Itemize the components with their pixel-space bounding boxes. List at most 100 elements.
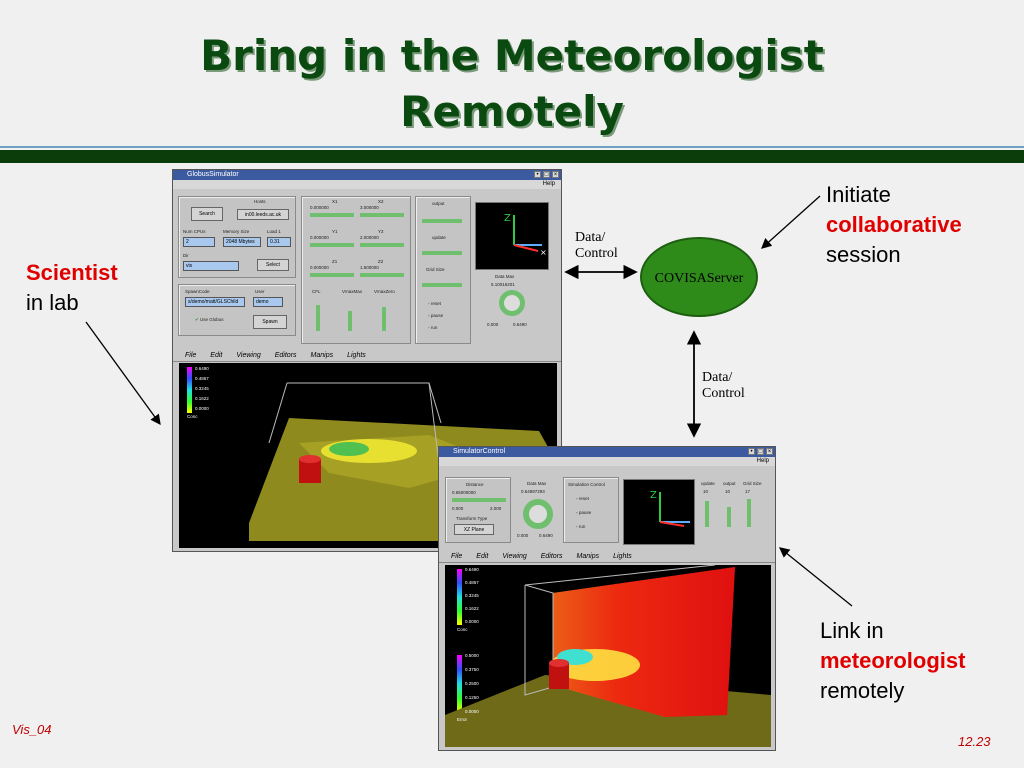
z2-slider[interactable]	[360, 273, 404, 277]
run-radio[interactable]: ◦ run	[428, 325, 438, 330]
menu-editors[interactable]: Editors	[540, 553, 563, 560]
transform-type-label: Transform Type	[456, 516, 488, 521]
distance-slider[interactable]	[452, 498, 506, 502]
grid-size-label: Grid Size	[426, 267, 445, 272]
menu-manips[interactable]: Manips	[310, 352, 334, 359]
grid-size-slider[interactable]	[422, 283, 462, 287]
globus-window-titlebar[interactable]: GlobusSimulator •□×	[173, 170, 561, 180]
flow-bottom-line1: Data/	[702, 370, 733, 385]
axis-view-control[interactable]: Z	[623, 479, 695, 545]
user-field[interactable]: demo	[253, 297, 283, 307]
control-output-slider[interactable]	[727, 507, 731, 527]
menu-manips[interactable]: Manips	[576, 553, 600, 560]
link-in-text: Link in	[820, 618, 884, 643]
y2-slider[interactable]	[360, 243, 404, 247]
help-menu[interactable]: Help	[756, 458, 769, 464]
reset-radio[interactable]: ◦ reset	[428, 301, 441, 306]
control-output-label: output	[723, 481, 736, 486]
cfl-slider[interactable]	[316, 305, 320, 331]
menu-edit[interactable]: Edit	[476, 553, 489, 560]
control-grid-slider[interactable]	[747, 499, 751, 527]
spawn-code-field[interactable]: s/demo/matt/GLSChild	[185, 297, 245, 307]
host-panel: Hosts Search in00.leeds.ac.uk Num CPUs M…	[178, 196, 296, 278]
control-grid-value: 17	[745, 489, 751, 494]
spawn-button[interactable]: Spawn	[253, 315, 287, 329]
axis-gizmo-icon: Z	[650, 490, 690, 527]
z1-slider[interactable]	[310, 273, 354, 277]
control-data-max-dial[interactable]	[523, 499, 553, 529]
menu-lights[interactable]: Lights	[347, 352, 366, 359]
data-max-dial[interactable]	[499, 290, 525, 316]
simulator-control-window[interactable]: SimulatorControl •□× Help Distance 0.650…	[438, 446, 776, 751]
x1-slider[interactable]	[310, 213, 354, 217]
memory-field[interactable]: 2048 Mbytes	[223, 237, 261, 247]
meteorologist-text: meteorologist	[820, 648, 966, 673]
cpus-field[interactable]: 2	[183, 237, 215, 247]
axis-view-globus[interactable]: Z ×	[475, 202, 549, 270]
user-label: User	[255, 289, 265, 294]
maximize-icon[interactable]: □	[543, 171, 550, 178]
update-slider[interactable]	[422, 251, 462, 255]
arrow-initiate-to-server	[761, 195, 821, 249]
output-panel: output update Grid Size ◦ reset ◦ pause …	[415, 196, 471, 344]
conc-legend-0: 0.6490	[465, 567, 479, 572]
arrow-scientist-to-window	[85, 321, 161, 426]
page-number: 12.23	[958, 734, 991, 749]
title-line-1: Bring in the Meteorologist	[200, 31, 824, 80]
control-run-label: run	[578, 524, 586, 529]
control-reset-radio[interactable]: ◦ reset	[576, 496, 589, 501]
maximize-icon[interactable]: □	[757, 448, 764, 455]
close-icon[interactable]: ×	[552, 171, 559, 178]
load-field[interactable]: 0.31	[267, 237, 291, 247]
control-update-value: 10	[703, 489, 709, 494]
run-label: run	[430, 325, 438, 330]
control-pause-radio[interactable]: ◦ pause	[576, 510, 592, 515]
pause-radio[interactable]: ◦ pause	[428, 313, 444, 318]
legend-value-0: 0.6490	[195, 366, 209, 371]
z1-label: Z1	[332, 259, 338, 264]
err-legend-3: 0.1250	[465, 695, 479, 700]
y1-slider[interactable]	[310, 243, 354, 247]
vmax-slider[interactable]	[348, 311, 352, 331]
svg-text:Z: Z	[650, 490, 657, 501]
use-globus-checkbox[interactable]: ✔ Use Globus	[195, 317, 224, 323]
z1-value: 0.000000	[310, 265, 329, 270]
control-update-slider[interactable]	[705, 501, 709, 527]
dir-field[interactable]: vis	[183, 261, 239, 271]
control-3d-view[interactable]: 0.6490 0.4867 0.3245 0.1622 0.0000 Conc …	[445, 565, 771, 747]
menu-file[interactable]: File	[451, 553, 463, 560]
control-window-titlebar[interactable]: SimulatorControl •□×	[439, 447, 775, 457]
control-update-label: update	[701, 481, 715, 486]
search-button[interactable]: Search	[191, 207, 223, 221]
menu-edit[interactable]: Edit	[210, 352, 223, 359]
err-legend-4: 0.0000	[465, 709, 479, 714]
link-label: Link in meteorologist remotely	[820, 616, 965, 706]
svg-text:×: ×	[540, 248, 547, 257]
initiate-label: Initiate collaborative session	[826, 180, 962, 270]
flow-bottom-line2: Control	[702, 386, 745, 401]
flow-top-line2: Control	[575, 246, 618, 261]
control-run-radio[interactable]: ◦ run	[576, 524, 586, 529]
select-button[interactable]: Select	[257, 259, 289, 271]
vzero-slider[interactable]	[382, 307, 386, 331]
minimize-icon[interactable]: •	[748, 448, 755, 455]
menu-lights[interactable]: Lights	[613, 553, 632, 560]
menu-file[interactable]: File	[185, 352, 197, 359]
distance-panel: Distance 0.65000000 0.000 2.000 Transfor…	[445, 477, 511, 543]
output-label: output	[432, 201, 445, 206]
menu-viewing[interactable]: Viewing	[502, 553, 527, 560]
menu-editors[interactable]: Editors	[274, 352, 297, 359]
minimize-icon[interactable]: •	[534, 171, 541, 178]
output-slider[interactable]	[422, 219, 462, 223]
domain-panel: X1 X2 0.000000 3.000000 Y1 Y2 0.000000 2…	[301, 196, 411, 344]
cfl-label: CFL	[312, 289, 321, 294]
close-icon[interactable]: ×	[766, 448, 773, 455]
help-menu[interactable]: Help	[542, 181, 555, 187]
host-select[interactable]: in00.leeds.ac.uk	[237, 209, 289, 220]
menu-viewing[interactable]: Viewing	[236, 352, 261, 359]
transform-type-select[interactable]: XZ Plane	[454, 524, 494, 535]
distance-min: 0.000	[452, 506, 464, 511]
x2-slider[interactable]	[360, 213, 404, 217]
collaborative-text: collaborative	[826, 212, 962, 237]
legend-title: Conc	[187, 414, 198, 419]
